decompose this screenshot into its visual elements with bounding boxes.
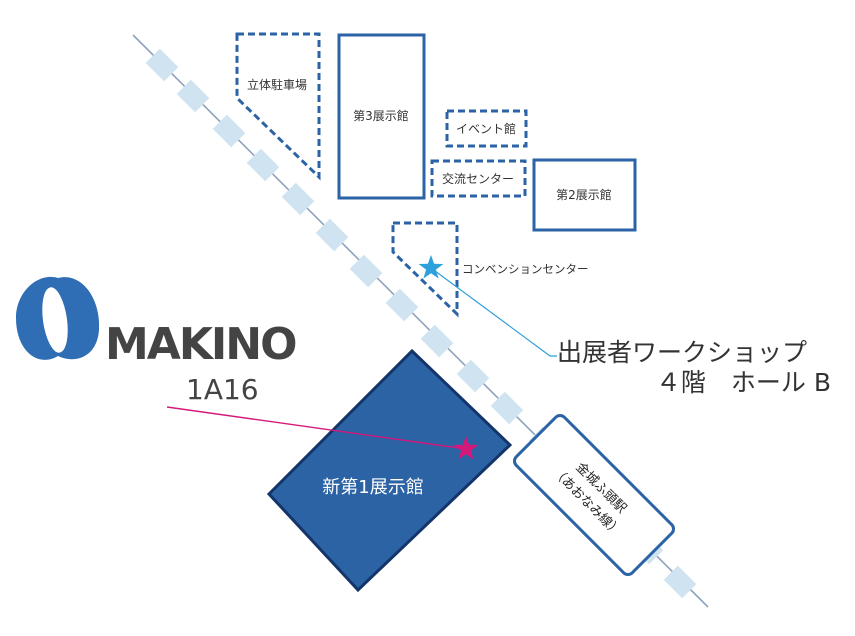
- exchange-center-building[interactable]: 交流センター: [430, 159, 527, 198]
- parking-label: 立体駐車場: [247, 77, 307, 92]
- station-outline: [512, 413, 676, 577]
- logo-inner-cutout: [42, 287, 68, 353]
- exchange-center-label: 交流センター: [442, 171, 514, 186]
- new-hall1-shape: [266, 348, 513, 593]
- brand-name: MAKINO: [105, 319, 296, 370]
- parking-building[interactable]: 立体駐車場: [235, 32, 321, 181]
- booth-number: 1A16: [186, 373, 259, 406]
- hall3-outline: [337, 33, 426, 200]
- railway-tie: [145, 48, 179, 82]
- workshop-label: 出展者ワークショップ ４階 ホール B: [557, 338, 831, 397]
- railway-tie: [281, 182, 315, 216]
- new-hall1-label: 新第1展示館: [322, 477, 423, 498]
- railway-tie: [420, 324, 454, 358]
- workshop-title: 出展者ワークショップ: [557, 338, 807, 367]
- convention-center-outline: [391, 221, 459, 318]
- hall3-building[interactable]: 第3展示館: [337, 33, 426, 200]
- pink-star-icon: [453, 436, 479, 460]
- makino-logo-icon: [16, 276, 100, 360]
- railway-tie: [385, 288, 419, 322]
- blue-star-icon: [418, 255, 444, 279]
- event-hall-building[interactable]: イベント館: [445, 109, 528, 148]
- hall2-building[interactable]: 第2展示館: [532, 158, 637, 232]
- railway-tie: [246, 148, 280, 182]
- hall3-label: 第3展示館: [353, 108, 409, 123]
- hall2-outline: [532, 158, 637, 232]
- exchange-center-outline: [430, 159, 527, 198]
- kinjo-futo-station[interactable]: 金城ふ頭駅 （あおなみ線）: [512, 413, 676, 577]
- workshop-pointer: [418, 255, 557, 357]
- event-hall-outline: [445, 109, 528, 148]
- hall2-label: 第2展示館: [556, 187, 612, 202]
- makino-logo: MAKINO 1A16: [16, 276, 298, 406]
- railway-tie: [315, 218, 349, 252]
- booth-leader-line: [166, 406, 467, 450]
- convention-center-label: コンベンションセンター: [462, 262, 589, 276]
- railway-tie: [212, 114, 246, 148]
- railway-tie: [349, 254, 383, 288]
- new-hall1-building[interactable]: 新第1展示館: [266, 348, 513, 593]
- railway-tie: [456, 359, 490, 393]
- railway-tie: [490, 391, 524, 425]
- parking-outline: [235, 32, 321, 181]
- workshop-leader-line: [430, 267, 557, 357]
- convention-center-building[interactable]: コンベンションセンター: [391, 221, 589, 318]
- booth-pointer: [166, 406, 479, 460]
- railway-tie: [176, 79, 210, 113]
- workshop-floor: ４階 ホール B: [656, 368, 831, 397]
- railway-tie: [663, 565, 697, 599]
- event-hall-label: イベント館: [456, 121, 516, 136]
